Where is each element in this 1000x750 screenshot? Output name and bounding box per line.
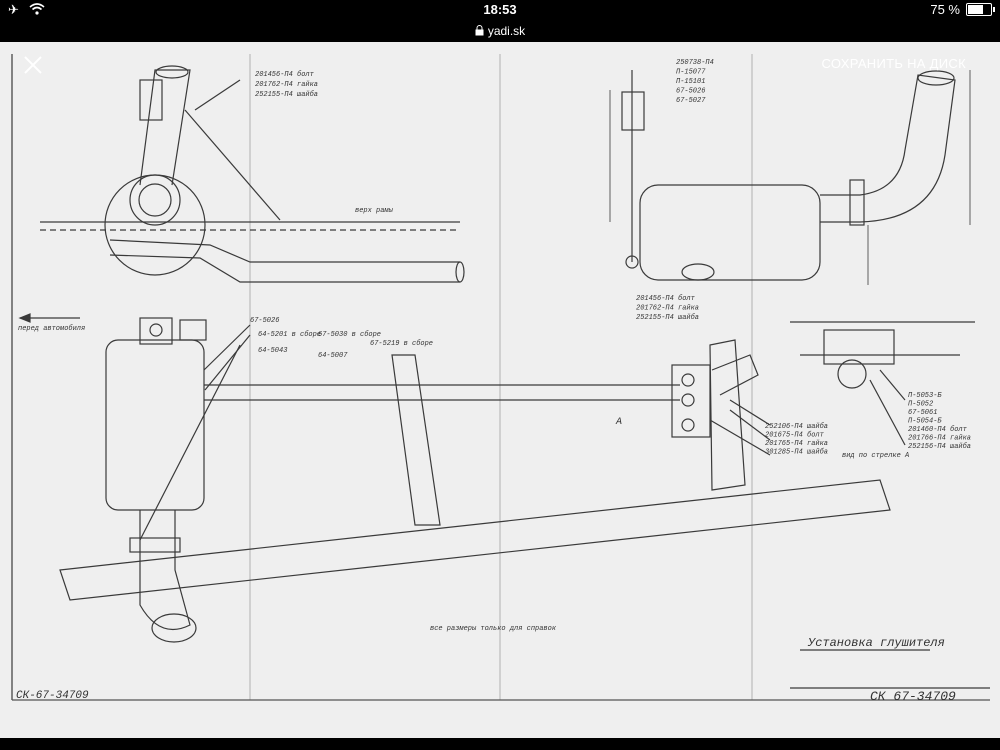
part-ref-label: П-15077 <box>676 69 706 77</box>
part-ref-label: 201765-П4 гайка <box>765 439 828 448</box>
part-ref-label: 252156-П4 шайба <box>908 442 971 451</box>
wifi-icon <box>29 2 45 18</box>
part-ref-label: 201762-П4 гайка <box>255 80 318 89</box>
part-ref-label: 252155-П4 шайба <box>255 90 318 99</box>
callout-67-5026: 67-5026 <box>250 317 279 325</box>
part-ref-label: 201456-П4 болт <box>636 294 696 303</box>
url-text: yadi.sk <box>487 24 526 38</box>
part-ref-label: 252155-П4 шайба <box>636 313 699 322</box>
view-a-marker: А <box>615 417 622 428</box>
status-bar: ✈ 18:53 75 % <box>0 0 1000 20</box>
part-ref-label: 67-5026 <box>676 88 705 96</box>
address-bar[interactable]: yadi.sk <box>0 20 1000 42</box>
part-ref-label: 201675-П4 болт <box>765 431 825 440</box>
drawing-code-right: СК 67-34709 <box>870 689 956 704</box>
status-time: 18:53 <box>483 2 517 17</box>
battery-percent: 75 % <box>930 2 960 17</box>
part-ref-label: П-5054-Б <box>908 418 942 426</box>
callout-64-5201: 64-5201 в сборе <box>258 330 321 339</box>
battery-icon <box>966 3 995 16</box>
part-ref-label: П-5053-Б <box>908 392 942 400</box>
dimensions-note: все размеры только для справок <box>430 625 557 633</box>
drawing-code-left: СК-67-34709 <box>16 690 89 702</box>
bottom-bar <box>0 738 1000 750</box>
part-ref-label: П-15101 <box>676 78 705 86</box>
part-ref-label: 252106-П4 шайба <box>765 422 828 431</box>
part-ref-label: 201762-П4 гайка <box>636 304 699 313</box>
part-ref-label: 201456-П4 болт <box>255 70 315 79</box>
callout-67-5219: 67-5219 в сборе <box>370 339 433 348</box>
airplane-mode-icon: ✈ <box>8 2 19 17</box>
direction-label: перед автомобиля <box>18 324 85 333</box>
part-ref-label: П-5052 <box>908 401 933 409</box>
lock-icon <box>475 24 484 35</box>
frame-top-label: верх рамы <box>355 207 394 215</box>
callout-64-5007: 64-5007 <box>318 352 348 360</box>
close-button[interactable] <box>20 52 46 78</box>
part-ref-label: 250738-П4 <box>676 59 714 67</box>
callout-64-5043: 64-5043 <box>258 347 287 355</box>
part-ref-label: 301285-П4 шайба <box>765 448 828 457</box>
part-ref-label: 67-5061 <box>908 409 937 417</box>
drawing-title: Установка глушителя <box>807 636 945 650</box>
part-ref-label: 201460-П4 болт <box>908 425 968 434</box>
callout-67-5030: 67-5030 в сборе <box>318 330 381 339</box>
part-ref-label: 67-5027 <box>676 97 706 105</box>
close-icon <box>24 56 42 74</box>
part-ref-label: 201766-П4 гайка <box>908 434 971 443</box>
view-a-caption: вид по стрелке А <box>842 452 909 460</box>
save-to-disk-button[interactable]: СОХРАНИТЬ НА ДИСК <box>821 56 966 71</box>
